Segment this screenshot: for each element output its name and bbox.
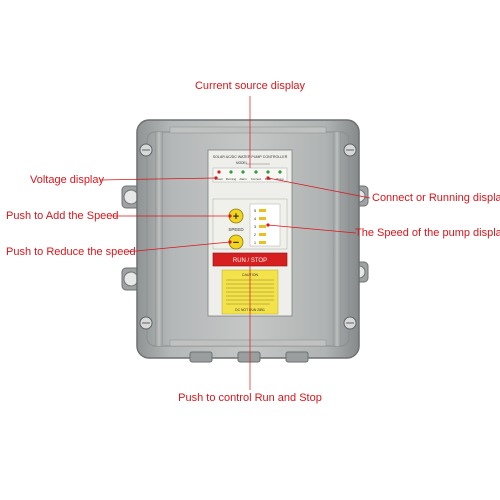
led-indicator: Alarm <box>239 170 247 181</box>
callout-voltage-display: Voltage display <box>30 174 104 186</box>
speed-level-label: 3 <box>254 224 257 229</box>
speed-level-indicator: 5 <box>254 208 266 213</box>
led-indicator: Pump <box>276 170 284 181</box>
status-label: Power <box>215 177 223 181</box>
callout-add-speed: Push to Add the Speed <box>6 210 119 222</box>
screw-icon <box>139 316 153 330</box>
callout-current-source-display: Current source display <box>194 80 306 92</box>
speed-level-indicator: 2 <box>254 232 266 237</box>
callout-run-stop-control: Push to control Run and Stop <box>178 392 322 404</box>
status-label: Pump <box>276 177 284 181</box>
speed-level-label: 1 <box>254 240 257 245</box>
screw-icon <box>343 143 357 157</box>
leader-connect <box>267 177 371 199</box>
callout-connect-running-display: Connect or Running display <box>372 192 500 204</box>
led-indicator: Running <box>226 170 237 181</box>
led-indicator: Power <box>215 170 223 181</box>
minus-icon: − <box>233 237 239 249</box>
screw-icon <box>139 143 153 157</box>
speed-level-indicator: 4 <box>254 216 266 221</box>
plus-icon: + <box>233 211 239 223</box>
run-stop-label: RUN / STOP <box>233 258 267 264</box>
speed-label: SPEED <box>228 227 244 232</box>
leader-reduce-speed <box>125 241 231 253</box>
leader-pump-speed <box>267 224 357 234</box>
led-indicator: Connect <box>251 170 262 181</box>
speed-control: + SPEED − 5 4 3 2 1 <box>212 198 288 250</box>
leader-voltage <box>99 177 217 181</box>
model-label: MODEL <box>236 161 248 165</box>
speed-level-indicator: 1 <box>254 240 266 245</box>
callout-pump-speed-display: The Speed of the pump display <box>355 227 500 239</box>
leader-endpoints <box>214 176 270 244</box>
status-label: Connect <box>251 177 262 181</box>
cable-glands <box>189 351 309 363</box>
status-label: Alarm <box>239 177 247 181</box>
run-stop-button[interactable]: RUN / STOP <box>212 252 288 267</box>
leader-lines <box>99 96 371 390</box>
status-label: Running <box>226 177 237 181</box>
speed-level-label: 5 <box>254 208 257 213</box>
callout-reduce-speed: Push to Reduce the speed <box>6 246 136 258</box>
speed-level-label: 2 <box>254 232 257 237</box>
screw-icon <box>343 316 357 330</box>
speed-level-label: 4 <box>254 216 257 221</box>
speed-level-indicator: 3 <box>254 224 266 229</box>
